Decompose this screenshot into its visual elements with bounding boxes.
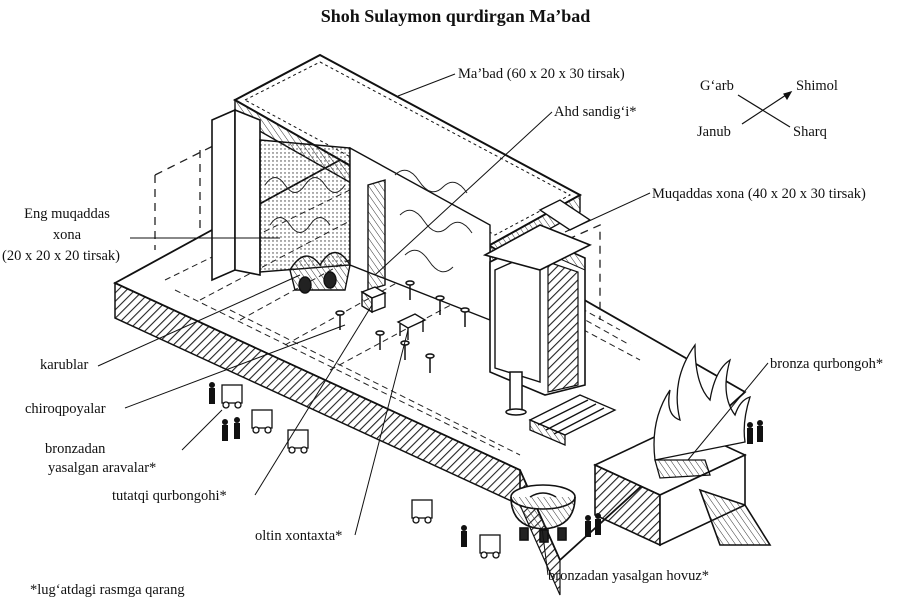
label-temple: Ma’bad (60 x 20 x 30 tirsak)	[458, 66, 625, 82]
compass-south: Janub	[697, 124, 731, 140]
compass-north: Shimol	[796, 78, 838, 94]
label-bronze-sea: bronzadan yasalgan hovuz*	[548, 568, 710, 584]
golden-table	[396, 313, 427, 340]
label-carts-1: bronzadan	[45, 441, 106, 457]
label-cherubim: karublar	[40, 357, 89, 373]
steps	[528, 394, 617, 446]
label-bronze-altar: bronza qurbongoh*	[770, 356, 884, 372]
people	[209, 382, 763, 547]
label-holy-of-holies-2: xona	[52, 227, 82, 243]
label-carts-2: yasalgan aravalar*	[48, 460, 157, 476]
label-lampstands: chiroqpoyalar	[25, 401, 106, 417]
bronze-carts	[221, 384, 501, 559]
compass-east: Sharq	[793, 124, 827, 140]
label-ark: Ahd sandig‘i*	[554, 104, 637, 120]
label-incense-altar: tutatqi qurbongohi*	[112, 488, 227, 504]
incense-altar	[360, 286, 387, 314]
cherubim	[289, 251, 351, 294]
label-holy-place: Muqaddas xona (40 x 20 x 30 tirsak)	[652, 186, 866, 202]
label-holy-of-holies-1: Eng muqaddas	[24, 206, 110, 222]
lampstands	[335, 280, 470, 373]
label-golden-table: oltin xontaxta*	[255, 528, 343, 544]
compass-west: G‘arb	[700, 78, 734, 94]
footnote: *lug‘atdagi rasmga qarang	[30, 582, 185, 598]
compass	[737, 91, 793, 128]
label-holy-of-holies-3: (20 x 20 x 20 tirsak)	[2, 248, 120, 264]
pillar	[505, 371, 527, 416]
altar-fire	[653, 342, 751, 479]
leader-lines	[97, 73, 769, 576]
diagram-title: Shoh Sulaymon qurdirgan Ma’bad	[320, 6, 591, 26]
